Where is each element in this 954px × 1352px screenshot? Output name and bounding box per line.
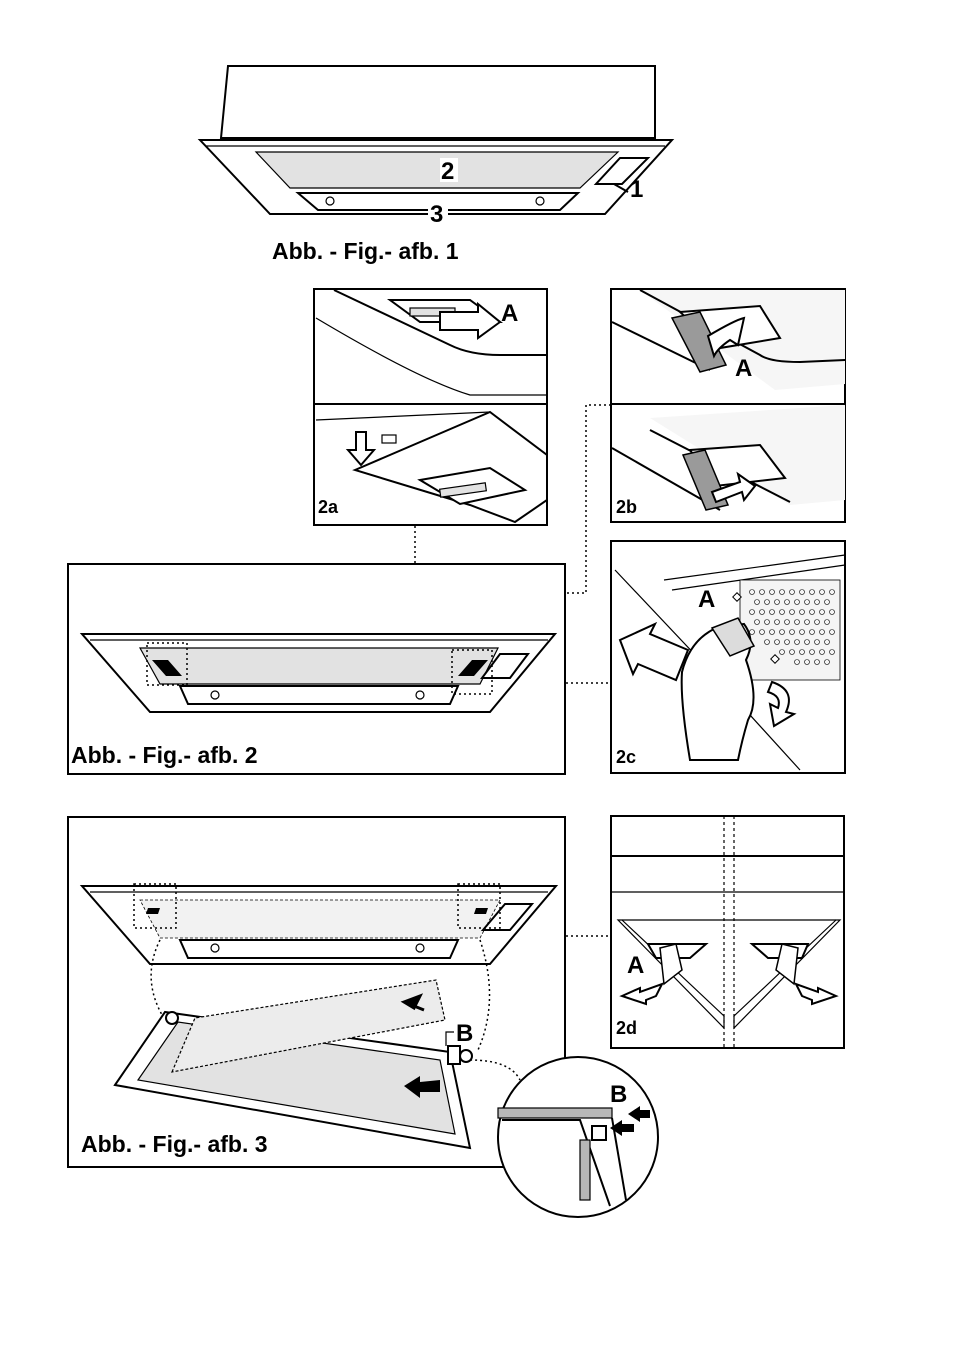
figure-3-panel: B B xyxy=(67,816,659,1218)
filter-clip xyxy=(670,311,728,373)
push-arrow-icon xyxy=(618,621,690,682)
hood-top-box xyxy=(219,65,656,139)
callout-a-2a: A xyxy=(501,300,518,327)
filter-being-inserted xyxy=(171,979,446,1073)
tag-2a: 2a xyxy=(318,497,339,517)
clip-left xyxy=(152,660,182,676)
callout-a-2d: A xyxy=(627,952,644,979)
detail-arrow-icon-1 xyxy=(628,1106,650,1122)
panel-2d: A 2d xyxy=(610,815,845,1049)
slide-arrow-icon xyxy=(439,301,502,340)
tag-2b: 2b xyxy=(616,497,637,517)
hand-icon xyxy=(680,622,755,761)
tag-2d: 2d xyxy=(616,1018,637,1038)
light-strip xyxy=(295,192,581,211)
control-panel xyxy=(593,157,651,185)
figure-1-caption: Abb. - Fig.- afb. 1 xyxy=(272,238,459,264)
clip-right-2d xyxy=(775,943,799,986)
detail-arrow-icon-2 xyxy=(610,1120,634,1136)
figure-2-caption: Abb. - Fig.- afb. 2 xyxy=(71,742,258,768)
clip-left-2d xyxy=(659,943,683,986)
panel-2b: A 2b xyxy=(610,288,846,523)
pull-arrow-icon xyxy=(710,471,757,504)
press-arrow-icon xyxy=(706,316,746,359)
figure-3-caption: Abb. - Fig.- afb. 3 xyxy=(81,1131,268,1157)
detail-callout-b: B xyxy=(610,1081,627,1108)
left-arrow-icon xyxy=(619,982,665,1006)
label-2: 2 xyxy=(441,158,454,185)
insert-arrow-icon xyxy=(400,993,425,1012)
figure-2-panel xyxy=(67,563,566,775)
grease-filter xyxy=(254,151,620,189)
callout-a-2c: A xyxy=(698,586,715,613)
down-arrow-icon xyxy=(345,431,377,467)
clip-right xyxy=(458,660,488,676)
label-1: 1 xyxy=(630,176,643,203)
callout-a-2b: A xyxy=(735,355,752,382)
rotate-arrow-icon xyxy=(766,680,797,728)
mesh-pattern xyxy=(749,589,835,665)
panel-2c: A 2c xyxy=(610,540,846,774)
panel-2a: A 2a xyxy=(313,288,548,526)
label-3: 3 xyxy=(430,201,443,228)
callout-b: B xyxy=(456,1020,473,1047)
mesh-filter xyxy=(739,579,841,681)
tag-2c: 2c xyxy=(616,747,636,767)
push-arrow-icon-3 xyxy=(404,1076,440,1098)
detail-zoom-circle xyxy=(497,1056,659,1218)
right-arrow-icon xyxy=(793,982,839,1006)
figure-1-hood: 1 2 3 xyxy=(197,65,675,228)
